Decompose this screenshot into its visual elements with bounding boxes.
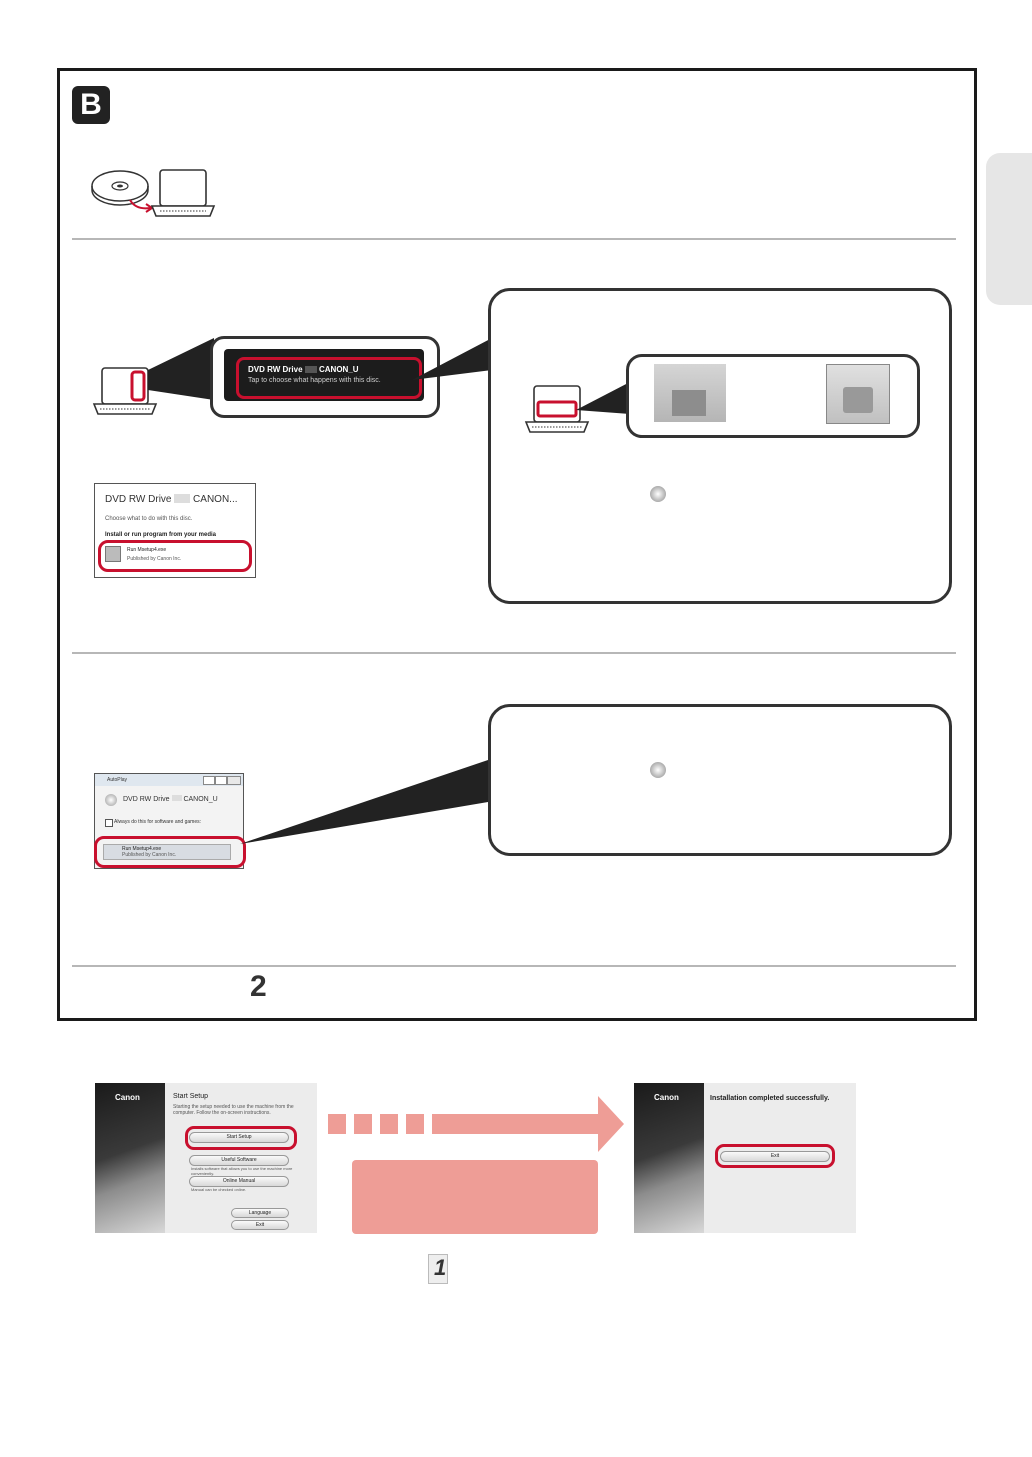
arrow-dash (406, 1114, 424, 1134)
autoplay-window: AutoPlay DVD RW Drive CANON_U Always do … (94, 773, 244, 869)
side-tab (986, 153, 1032, 305)
canon-brand: Canon (115, 1093, 140, 1102)
dialog-run[interactable]: Run Msetup4.exe (127, 547, 167, 553)
canon-brand: Canon (654, 1093, 679, 1102)
dvd-dialog-window: DVD RW Drive CANON... Choose what to do … (94, 483, 256, 578)
autoplay-run-option[interactable]: Run Msetup4.exe Published by Canon Inc. (103, 844, 231, 860)
lcd-display: 1 (428, 1254, 448, 1284)
arrow-dash (380, 1114, 398, 1134)
maximize-icon[interactable] (215, 776, 227, 785)
toast-hint: Tap to choose what happens with this dis… (248, 377, 381, 384)
online-manual-note: Manual can be checked online. (191, 1187, 247, 1192)
completed-message: Installation completed successfully. (710, 1095, 830, 1102)
completed-screenshot: Canon Installation completed successfull… (634, 1083, 856, 1233)
divider (72, 965, 956, 967)
minimize-icon[interactable] (203, 776, 215, 785)
disc-icon (105, 794, 117, 806)
section-badge: B (72, 86, 110, 124)
disc-to-laptop-icon (91, 169, 216, 217)
exit-button-done[interactable]: Exit (720, 1151, 830, 1162)
callout-pointer (412, 338, 492, 380)
installer-icon[interactable] (826, 364, 890, 424)
dialog-section: Install or run program from your media (105, 532, 217, 538)
setup-cd-icon (650, 486, 666, 502)
divider (72, 652, 956, 654)
canon-side-panel (95, 1083, 165, 1233)
autoplay-run: Run Msetup4.exe (122, 846, 162, 852)
divider (72, 238, 956, 240)
autoplay-title: AutoPlay (107, 777, 128, 783)
autoplay-label: CANON_U (183, 796, 218, 803)
start-setup-screenshot: Canon Start Setup Starting the setup nee… (95, 1083, 317, 1233)
lcd-digit: 1 (434, 1255, 447, 1280)
zoom-pointer-2 (576, 382, 630, 414)
arrow-right-icon (432, 1096, 624, 1152)
toast-highlight (236, 357, 422, 399)
dialog-title: DVD RW Drive (105, 494, 172, 505)
start-desc: Starting the setup needed to use the mac… (173, 1104, 294, 1116)
dialog-run-highlight (98, 540, 252, 572)
laptop-icon-2 (524, 385, 590, 433)
setup-disc-icon (105, 546, 121, 562)
autoplay-run-highlight (94, 836, 246, 868)
callout-pointer-3 (240, 760, 488, 844)
always-checkbox[interactable] (105, 819, 113, 827)
start-setup-button[interactable]: Start Setup (189, 1132, 289, 1143)
start-heading: Start Setup (173, 1093, 209, 1100)
mac-info-callout (488, 288, 952, 604)
dialog-publisher: Published by Canon Inc. (127, 556, 182, 562)
dialog-question: Choose what to do with this disc. (105, 516, 193, 522)
useful-software-note: Installs software that allows you to use… (191, 1166, 293, 1176)
language-button[interactable]: Language (231, 1208, 289, 1218)
arrow-dash (354, 1114, 372, 1134)
exit-highlight (715, 1144, 835, 1168)
finder-icon[interactable] (654, 364, 726, 422)
exit-button[interactable]: Exit (231, 1220, 289, 1230)
useful-software-button[interactable]: Useful Software (189, 1155, 289, 1166)
toast-title: DVD RW Drive (248, 365, 303, 374)
section-b-frame (57, 68, 977, 1021)
step3-info-callout (488, 704, 952, 856)
autoplay-always: Always do this for software and games: (114, 819, 201, 825)
canon-side-panel (634, 1083, 704, 1233)
zoom-pointer (148, 338, 214, 400)
arrow-dash (328, 1114, 346, 1134)
online-manual-button[interactable]: Online Manual (189, 1176, 289, 1187)
dialog-label: CANON... (193, 494, 238, 505)
close-icon[interactable] (227, 776, 241, 785)
note-box (352, 1160, 598, 1234)
autoplay-drive: DVD RW Drive (123, 796, 170, 803)
autoplay-publisher: Published by Canon Inc. (122, 852, 177, 858)
toast-label: CANON_U (319, 365, 359, 374)
start-setup-highlight (185, 1126, 297, 1150)
setup-cd-icon-2 (650, 762, 666, 778)
step-number: 2 (250, 970, 267, 1003)
laptop-icon (92, 367, 158, 415)
